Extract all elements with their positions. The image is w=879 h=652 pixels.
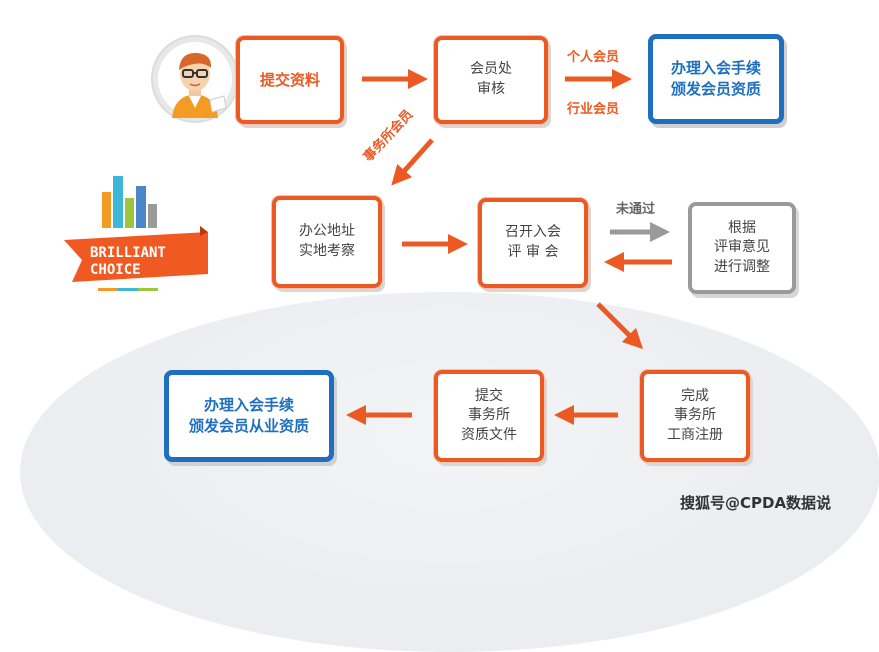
box-review-meeting: 召开入会 评 审 会 (478, 198, 588, 288)
box-handle-join-individual: 办理入会手续 颁发会员资质 (648, 34, 784, 124)
watermark: 搜狐号@CPDA数据说 (680, 494, 832, 512)
arrow-review-to-inspection (391, 138, 434, 186)
box-submit-firm-docs: 提交 事务所 资质文件 (434, 370, 544, 462)
label-individual-member: 个人会员 (567, 50, 620, 65)
label-industry-member: 行业会员 (567, 102, 620, 117)
logo-line1: BRILLIANT (90, 245, 166, 261)
box-complete-registration-text: 完成 事务所 工商注册 (667, 387, 723, 443)
box-handle-join-practice: 办理入会手续 颁发会员从业资质 (164, 370, 334, 462)
box-member-review: 会员处 审核 (434, 36, 548, 124)
arrow-meeting-to-registration (596, 302, 644, 350)
box-handle-join-practice-text: 办理入会手续 颁发会员从业资质 (188, 396, 309, 435)
box-adjust: 根据 评审意见 进行调整 (688, 202, 796, 294)
box-office-inspection-text: 办公地址 实地考察 (299, 223, 355, 259)
box-adjust-text: 根据 评审意见 进行调整 (714, 219, 770, 275)
logo-line2: CHOICE (90, 262, 141, 278)
box-member-review-text: 会员处 审核 (470, 61, 512, 97)
box-review-meeting-text: 召开入会 评 审 会 (505, 224, 561, 260)
label-not-passed: 未通过 (616, 202, 656, 217)
box-complete-registration: 完成 事务所 工商注册 (640, 370, 750, 462)
box-handle-join-individual-text: 办理入会手续 颁发会员资质 (670, 59, 761, 98)
box-office-inspection: 办公地址 实地考察 (272, 196, 382, 288)
box-submit-firm-docs-text: 提交 事务所 资质文件 (461, 387, 517, 443)
brilliant-choice-logo: BRILLIANT CHOICE (64, 176, 208, 291)
flow-arrows (346, 69, 672, 425)
box-submit-docs-text: 提交资料 (259, 70, 320, 89)
box-submit-docs: 提交资料 (236, 36, 344, 124)
